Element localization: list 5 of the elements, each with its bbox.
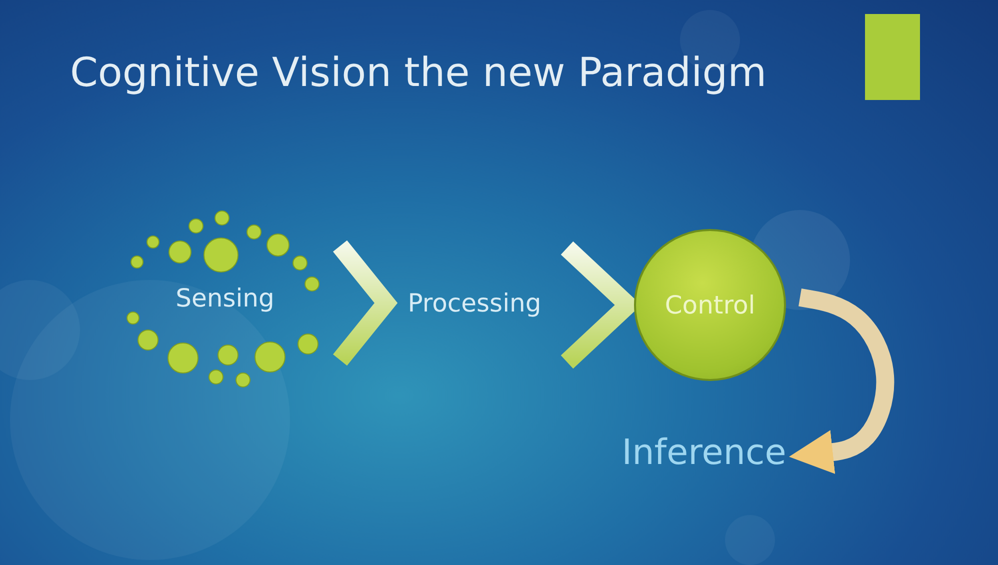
step-label: Sensing <box>176 283 274 312</box>
step-label: Processing <box>408 288 542 318</box>
step-label: Control <box>664 290 756 320</box>
slide-title: Cognitive Vision the new Paradigm <box>70 50 767 96</box>
step-label: Inference <box>622 433 786 473</box>
